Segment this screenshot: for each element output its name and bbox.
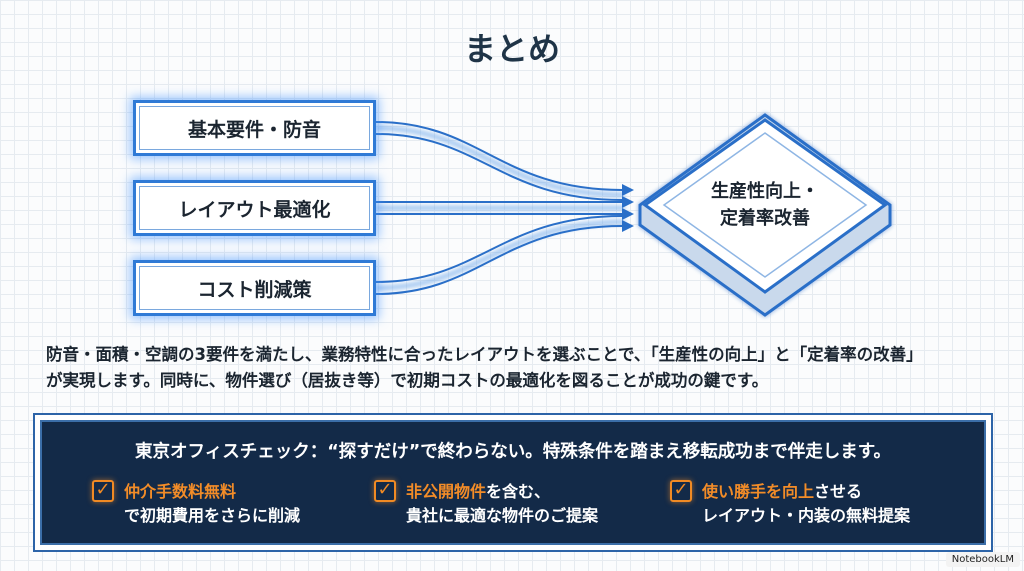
- summary-text: 防音・面積・空調の3要件を満たし、業務特性に合ったレイアウトを選ぶことで、「生産…: [46, 342, 1006, 394]
- notebooklm-badge: NotebookLM: [945, 552, 1020, 567]
- feature-item: ✓ 非公開物件を含む、貴社に最適な物件のご提案: [374, 480, 598, 528]
- feature-line2: 貴社に最適な物件のご提案: [406, 506, 599, 525]
- checkbox-icon: ✓: [92, 480, 114, 502]
- service-panel: 東京オフィスチェック：“探すだけ”で終わらない。特殊条件を踏まえ移転成功まで伴走…: [40, 420, 986, 545]
- checkbox-icon: ✓: [374, 480, 396, 502]
- outcome-label: 生産性向上・ 定着率改善: [690, 178, 840, 232]
- feature-item: ✓ 使い勝手を向上させるレイアウト・内装の無料提案: [670, 480, 910, 528]
- checkbox-icon: ✓: [670, 480, 692, 502]
- input-box-cost: コスト削減策: [133, 260, 376, 316]
- panel-heading: 東京オフィスチェック：“探すだけ”で終わらない。特殊条件を踏まえ移転成功まで伴走…: [135, 442, 891, 462]
- feature-line2: で初期費用をさらに削減: [124, 506, 301, 525]
- feature-highlight: 非公開物件: [406, 482, 487, 501]
- feature-line2: レイアウト・内装の無料提案: [702, 506, 911, 525]
- feature-highlight: 仲介手数料無料: [124, 482, 237, 501]
- input-box-basic-requirements: 基本要件・防音: [133, 100, 376, 156]
- outcome-line1: 生産性向上・: [711, 181, 819, 202]
- outcome-line2: 定着率改善: [720, 208, 810, 229]
- input-box-layout: レイアウト最適化: [133, 180, 376, 236]
- feature-rest: させる: [814, 482, 863, 501]
- feature-rest: を含む、: [486, 482, 551, 501]
- outcome-diamond: [638, 113, 892, 317]
- feature-item: ✓ 仲介手数料無料で初期費用をさらに削減: [92, 480, 300, 528]
- flow-arrows: [375, 113, 892, 317]
- page-title: まとめ: [463, 30, 560, 68]
- feature-highlight: 使い勝手を向上: [702, 482, 815, 501]
- summary-line1: 防音・面積・空調の3要件を満たし、業務特性に合ったレイアウトを選ぶことで、「生産…: [46, 345, 923, 364]
- summary-line2: が実現します。同時に、物件選び（居抜き等）で初期コストの最適化を図ることが成功の…: [46, 371, 769, 390]
